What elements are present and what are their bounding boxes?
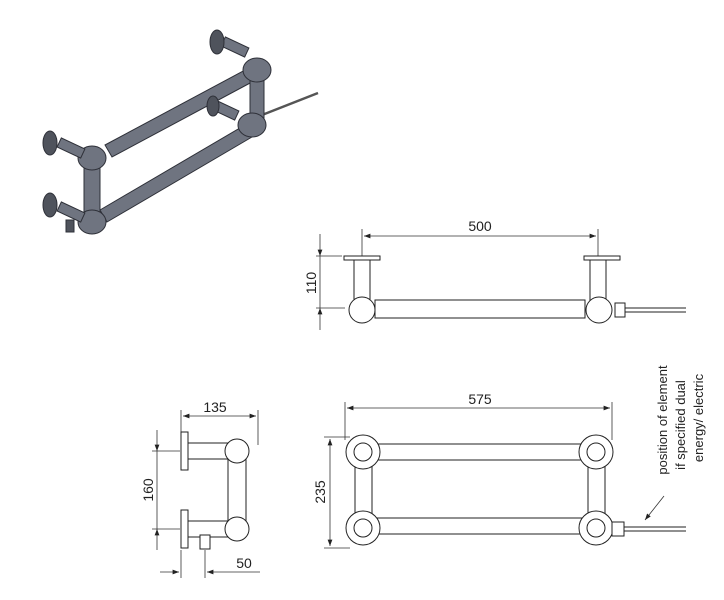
top-view: 500 110	[303, 218, 686, 330]
elbow-top-right	[242, 57, 272, 83]
note-line-2: if specified dual	[673, 380, 688, 470]
note-arrow	[644, 495, 665, 521]
dim-135: 135	[203, 399, 227, 415]
dim-235: 235	[312, 480, 328, 504]
dim-50: 50	[236, 555, 252, 571]
elbow-bottom-left	[77, 209, 107, 235]
elbow-bottom-right	[237, 112, 267, 138]
dim-160: 160	[140, 478, 156, 502]
elbow-top-left	[77, 145, 107, 171]
dim-110: 110	[303, 272, 319, 295]
arm	[220, 36, 250, 58]
dim-500: 500	[468, 218, 492, 234]
wall-flange	[209, 29, 225, 55]
dim-575: 575	[468, 391, 492, 407]
note-line-1: position of element	[655, 365, 670, 475]
front-view: 575 235	[312, 391, 686, 549]
heating-element-cable	[261, 91, 319, 117]
note-line-3: energy/ electric	[691, 373, 706, 462]
side-view: 135 160 50	[140, 399, 260, 578]
isometric-render	[42, 29, 319, 235]
element-position-note: position of element if specified dual en…	[644, 365, 706, 521]
